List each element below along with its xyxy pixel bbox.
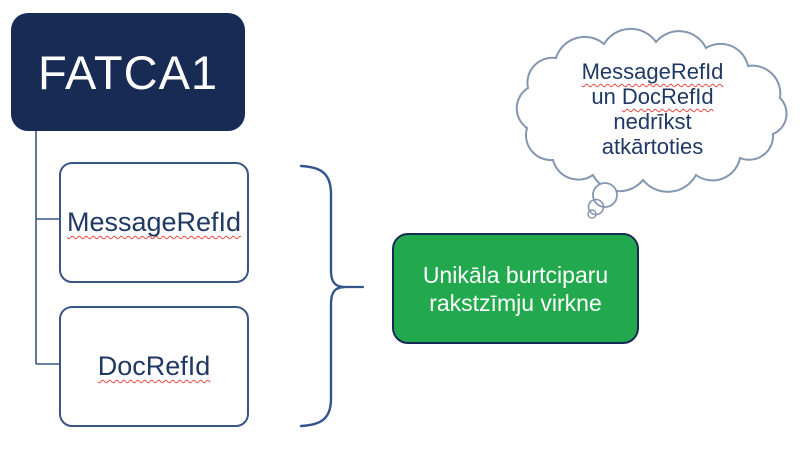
result-box-line1: Unikāla burtciparu [422,261,609,288]
result-box-unique-string: Unikāla burtciparu rakstzīmju virkne [392,233,639,344]
messagerefid-label: MessageRefId [66,207,242,237]
thought-bubble-large-icon [592,182,618,208]
docrefid-label: DocRefId [97,351,211,381]
cloud-line-4: atkārtoties [601,134,704,159]
root-box-label: FATCA1 [37,45,219,99]
cloud-line-3: nedrīkst [613,109,692,134]
root-box-fatca1: FATCA1 [11,13,245,131]
result-box-line2: rakstzīmju virkne [429,289,602,316]
cloud-docrefid-term: DocRefId [621,84,714,109]
child-box-docrefid: DocRefId [59,306,249,427]
cloud-line-1: MessageRefId [520,59,785,84]
cloud-messagerefid-term: MessageRefId [581,59,724,84]
cloud-un-word: un [591,84,616,109]
child-box-messagerefid: MessageRefId [59,162,249,283]
thought-cloud-icon [515,27,788,193]
curly-brace-icon [299,164,346,428]
tree-connector-lines [35,131,59,365]
thought-bubble-small-icon [587,209,597,219]
